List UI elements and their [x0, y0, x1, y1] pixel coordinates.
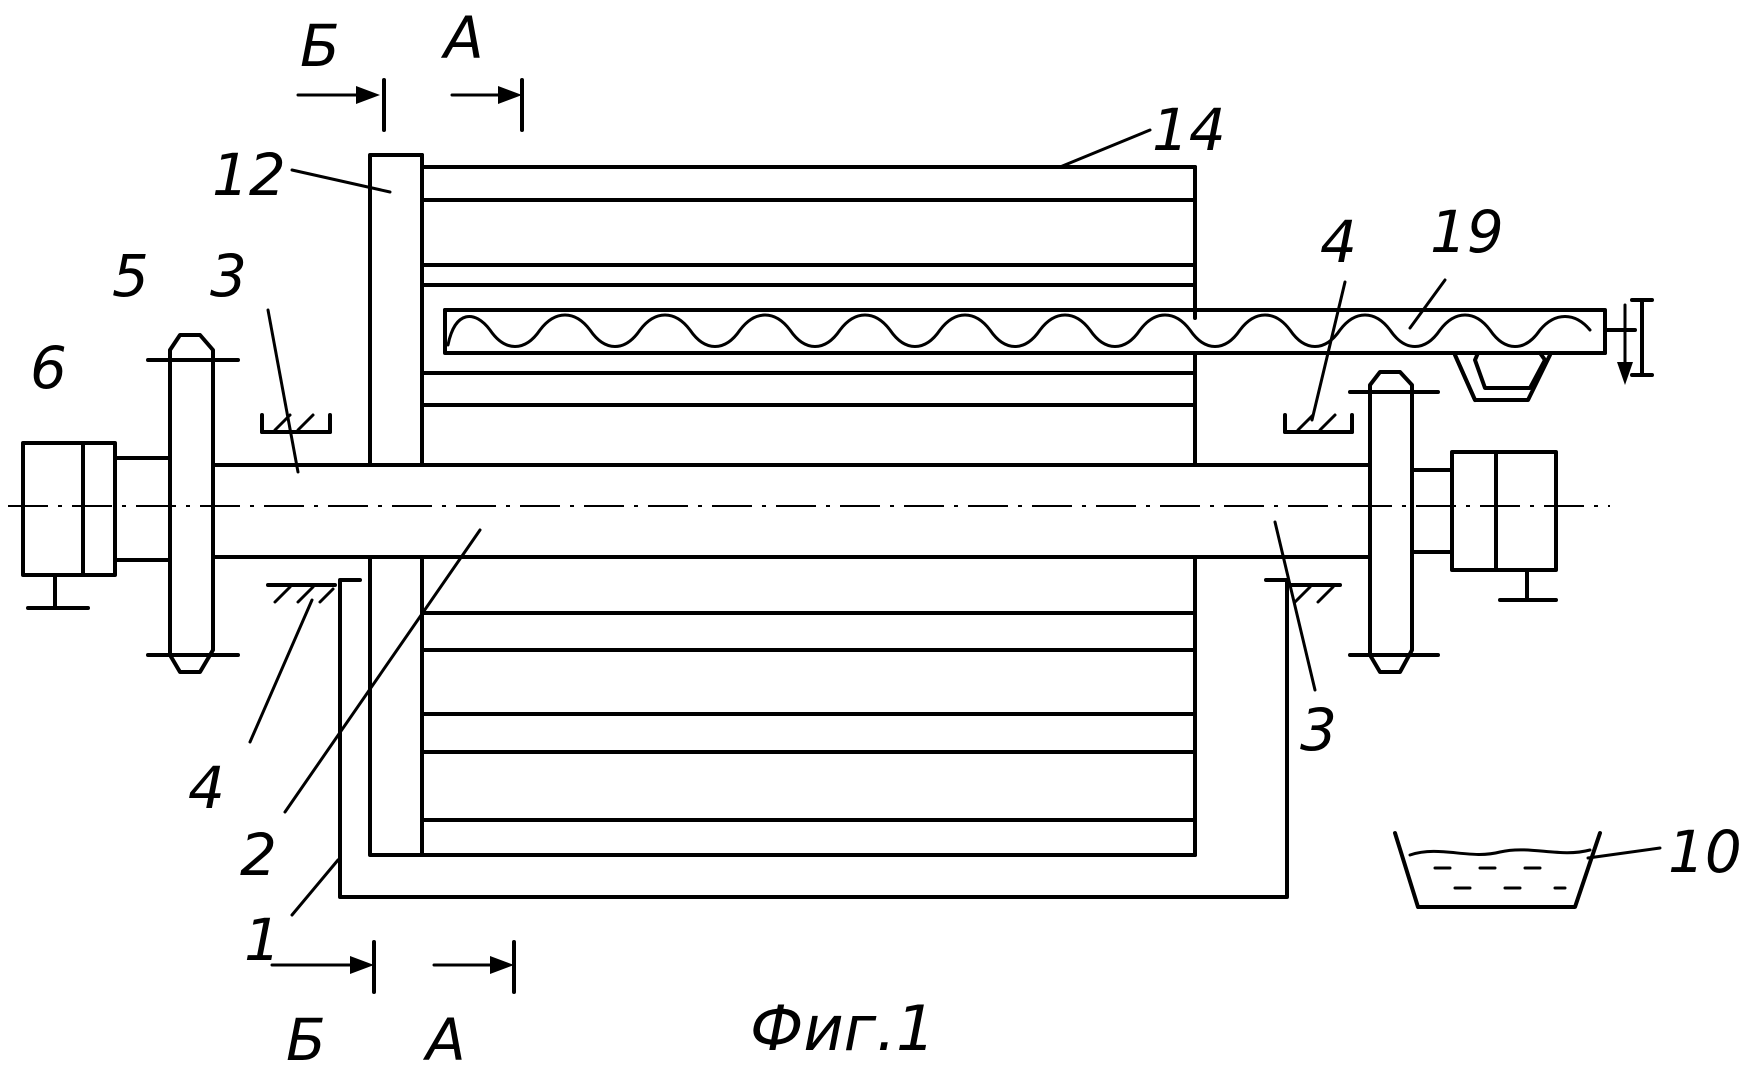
label-6: 6: [30, 334, 67, 402]
left-sprocket: [148, 335, 238, 672]
figure-caption: Фиг.1: [750, 992, 935, 1065]
section-marks-bottom: Б А: [272, 942, 514, 1074]
label-12: 12: [212, 141, 286, 209]
section-mark-a-top: А: [440, 4, 484, 72]
reference-numerals: 14 12 5 3 6 4 19 4 2 1 3 10: [30, 96, 1742, 974]
label-3-left: 3: [210, 242, 247, 310]
label-4-right: 4: [1320, 208, 1357, 276]
section-marks-top: Б А: [298, 4, 522, 130]
right-motor: [1412, 452, 1556, 600]
section-mark-b-bottom: Б: [286, 1006, 326, 1074]
left-motor: [23, 443, 170, 608]
label-5: 5: [112, 242, 149, 310]
drum-body: [422, 167, 1195, 855]
label-14: 14: [1152, 96, 1226, 164]
label-1: 1: [244, 906, 281, 974]
section-mark-b-top: Б: [300, 12, 340, 80]
bearings: [262, 415, 1352, 602]
label-4-left: 4: [188, 754, 225, 822]
right-sprocket: [1350, 372, 1438, 672]
collection-tray: [1395, 833, 1600, 907]
label-3-right: 3: [1300, 696, 1337, 764]
section-mark-a-bottom: А: [422, 1006, 466, 1074]
label-10: 10: [1668, 818, 1742, 886]
label-2: 2: [240, 821, 277, 889]
screw-conveyor: [445, 300, 1652, 400]
label-19: 19: [1430, 198, 1504, 266]
tank-housing: [340, 580, 1287, 897]
